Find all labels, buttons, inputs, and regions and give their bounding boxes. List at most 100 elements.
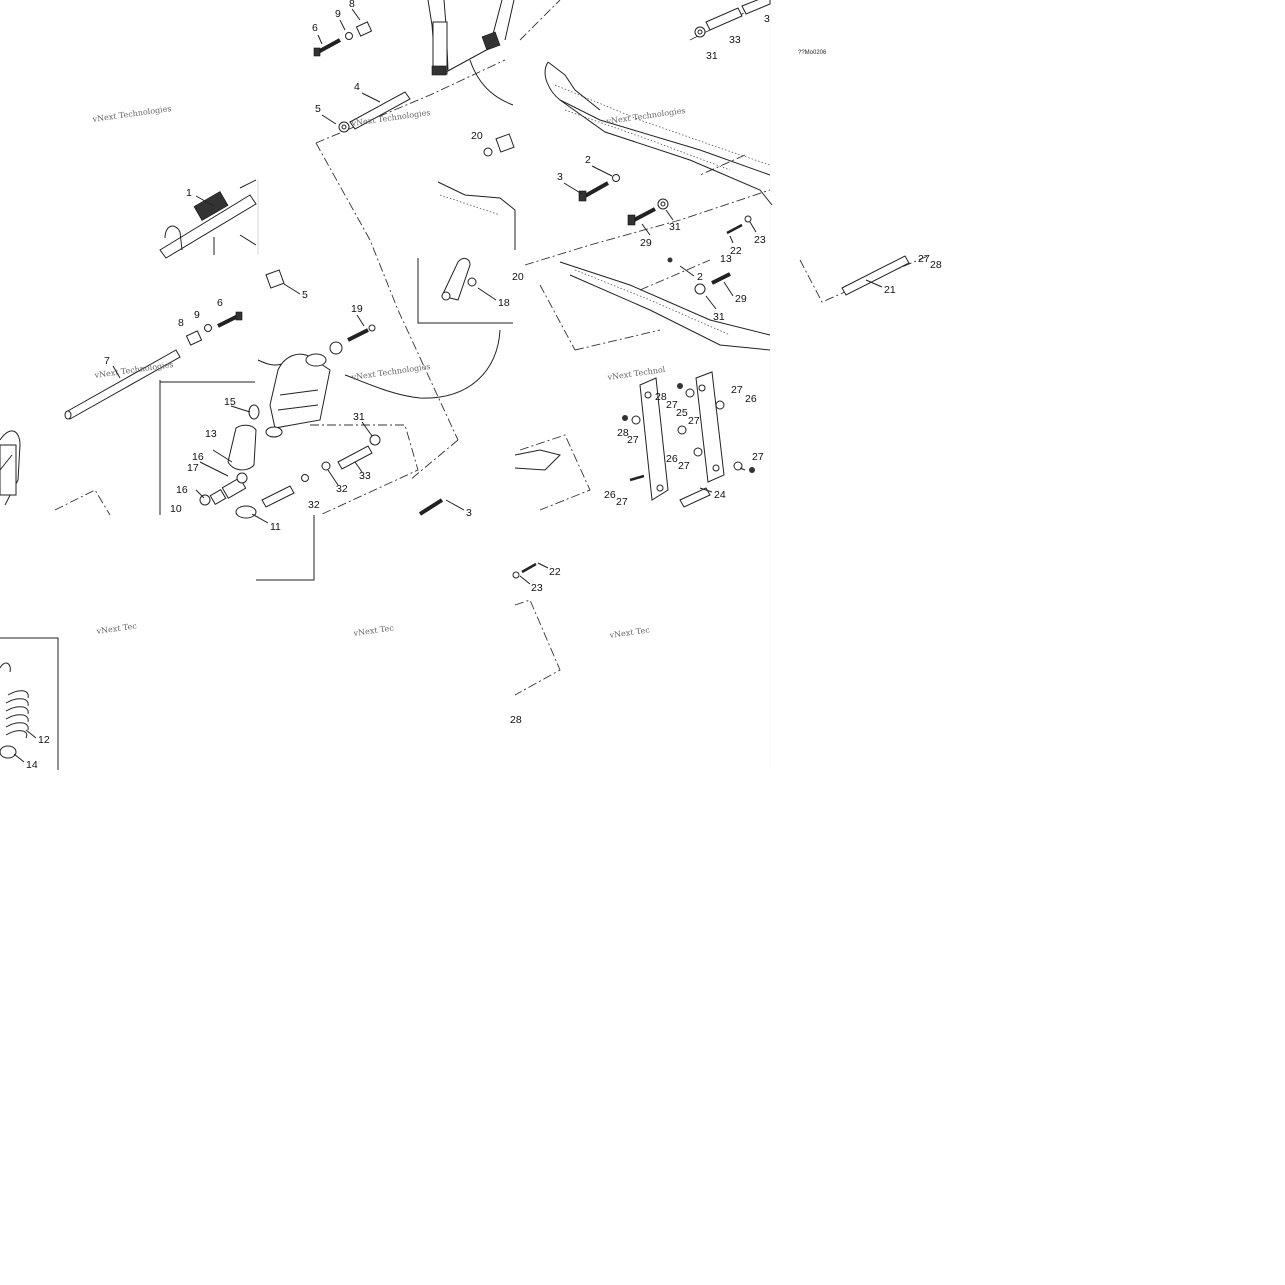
- callout-label: 26: [604, 489, 616, 501]
- callouts: 6 9 8 3 33 31 4 5 20 2 3 29 31 22 23 1 5…: [26, 0, 942, 771]
- callout-label: 6: [217, 297, 223, 309]
- callout-label: 25: [676, 407, 688, 419]
- callout-label: 24: [714, 489, 726, 501]
- callout-label: 2: [585, 154, 591, 166]
- watermark: vNext Technol: [606, 365, 666, 382]
- callout-label: 7: [104, 355, 110, 367]
- link-arms: [622, 371, 755, 508]
- watermark: vNext Technologies: [91, 104, 172, 124]
- callout-label: 29: [735, 293, 747, 305]
- callout-label: 28: [930, 259, 942, 271]
- callout-label: 29: [640, 237, 652, 249]
- callout-label: 1: [186, 187, 192, 199]
- callout-label: 21: [884, 284, 896, 296]
- callout-label: 3: [764, 13, 770, 25]
- watermark: vNext Technologies: [350, 108, 431, 128]
- bolt-22-lower: [512, 562, 537, 579]
- callout-label: 13: [205, 428, 217, 440]
- callout-label: 27: [616, 496, 628, 508]
- leader-lines: [13, 8, 883, 763]
- watermark: vNext Tec: [352, 623, 395, 638]
- drawing-code: ??Mo0206: [798, 50, 827, 56]
- callout-label: 27: [678, 460, 690, 472]
- callout-label: 32: [308, 499, 320, 511]
- nut-20: [483, 133, 515, 157]
- callout-label: 26: [745, 393, 757, 405]
- rail-fragment: [514, 449, 561, 471]
- callout-label: 14: [26, 759, 38, 771]
- callout-label: 5: [315, 103, 321, 115]
- shaft-1: [159, 179, 257, 259]
- callout-label: 9: [335, 8, 341, 20]
- callout-label: 33: [729, 34, 741, 46]
- guide-lines: [54, 0, 931, 696]
- upper-frame-tubes: [427, 0, 515, 76]
- watermark: vNext Technologies: [605, 106, 686, 126]
- callout-label: 31: [353, 411, 365, 423]
- callout-label: 18: [498, 297, 510, 309]
- callout-label: 31: [713, 311, 725, 323]
- callout-label: 16: [192, 451, 204, 463]
- spacer-stack: [261, 434, 381, 508]
- callout-label: 27: [752, 451, 764, 463]
- tile-edges: [257, 0, 771, 770]
- callout-label: 27: [666, 399, 678, 411]
- callout-label: 22: [730, 245, 742, 257]
- bolt-22-upper: [726, 215, 752, 235]
- rod-21: [841, 255, 910, 296]
- callout-label: 17: [187, 462, 199, 474]
- watermark: vNext Tec: [95, 621, 138, 636]
- callout-label: 28: [510, 714, 522, 726]
- cylinder-13: [199, 404, 260, 519]
- damper-18: [441, 257, 477, 301]
- watermark: vNext Technologies: [350, 362, 431, 382]
- callout-label: 15: [224, 396, 236, 408]
- nut-5-mid: [265, 269, 285, 289]
- callout-label: 33: [359, 470, 371, 482]
- spring-12: [0, 662, 29, 759]
- shock-absorber: [265, 324, 376, 438]
- callout-label: 13: [720, 253, 732, 265]
- callout-label: 2: [697, 271, 703, 283]
- callout-label: 9: [194, 309, 200, 321]
- slide-rail-lower: [559, 257, 771, 351]
- tube-4: [338, 91, 411, 133]
- watermarks: vNext Technologies vNext Technologies vN…: [91, 104, 686, 640]
- callout-label: 27: [918, 253, 930, 265]
- bolt-3-upper: [578, 174, 620, 202]
- callout-label: 20: [471, 130, 483, 142]
- callout-label: 27: [688, 415, 700, 427]
- slide-rail-upper: [544, 61, 773, 206]
- callout-label: 3: [466, 507, 472, 519]
- callout-label: 27: [627, 434, 639, 446]
- bolt-3-lower: [418, 498, 444, 516]
- callout-label: 26: [666, 453, 678, 465]
- callout-label: 11: [270, 521, 281, 533]
- callout-label: 3: [557, 171, 563, 183]
- watermark: vNext Tec: [608, 625, 651, 640]
- callout-label: 12: [38, 734, 50, 746]
- callout-label: 23: [754, 234, 766, 246]
- callout-label: 28: [655, 391, 667, 403]
- callout-label: 8: [178, 317, 184, 329]
- callout-label: 31: [669, 221, 681, 233]
- callout-label: 32: [336, 483, 348, 495]
- tube-33-top: [694, 0, 771, 38]
- callout-label: 19: [351, 303, 363, 315]
- callout-label: 8: [349, 0, 355, 10]
- callout-label: 22: [549, 566, 561, 578]
- callout-label: 16: [176, 484, 188, 496]
- bolt-6-top: [313, 21, 373, 57]
- bolt-29-upper: [627, 198, 669, 226]
- callout-label: 27: [731, 384, 743, 396]
- callout-label: 4: [354, 81, 360, 93]
- callout-label: 10: [170, 503, 182, 515]
- shaft-7: [64, 311, 243, 420]
- bracket-mid: [437, 181, 516, 250]
- callout-label: 28: [617, 427, 629, 439]
- callout-label: 6: [312, 22, 318, 34]
- callout-label: 20: [512, 271, 524, 283]
- callout-label: 31: [706, 50, 718, 62]
- left-arm: [0, 430, 21, 506]
